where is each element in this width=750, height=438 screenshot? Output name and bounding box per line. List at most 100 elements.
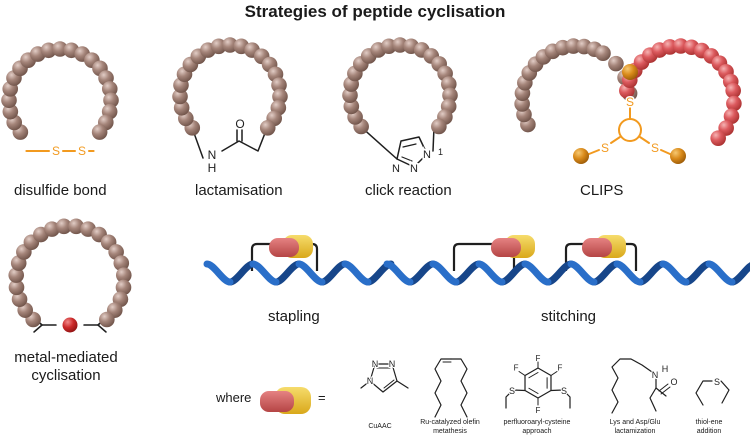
bead-metal <box>113 255 130 271</box>
legend-label-lactamization: Lys and Asp/Glu lactamization <box>609 419 661 435</box>
bead-clips-alt <box>723 108 740 125</box>
atom-nitrogen: N <box>389 359 396 369</box>
struct-perfluoroaryl <box>550 389 564 392</box>
bead-disulfide <box>2 103 19 120</box>
struct-lactamization <box>655 387 667 397</box>
bond-clips <box>610 136 621 144</box>
label-metal-mediated-line1: metal-mediated <box>14 349 118 366</box>
legend-crosslinker-icon <box>260 391 294 412</box>
bond-click <box>365 130 398 160</box>
bead-metal <box>115 267 132 283</box>
bead-click <box>431 118 447 135</box>
struct-perfluoroaryl <box>512 389 526 392</box>
stitch-crosslinker <box>491 238 521 257</box>
label-stapling: stapling <box>268 308 320 325</box>
bead-metal <box>11 291 28 308</box>
struct-perfluoroaryl <box>505 389 514 409</box>
ligand-left <box>33 324 43 333</box>
struct-perfluoroaryl <box>550 371 558 376</box>
bond-double <box>402 143 417 148</box>
bead-disulfide <box>103 92 119 109</box>
struct-perfluoroaryl <box>518 371 526 376</box>
struct-perfluoroaryl <box>528 387 539 394</box>
atom-hydrogen: H <box>662 364 669 374</box>
bead-metal <box>8 279 25 296</box>
atom-nitrogen: N <box>652 370 659 380</box>
atom-nitrogen: N <box>367 376 374 386</box>
label-click-reaction: click reaction <box>365 182 452 199</box>
atom-fluorine: F <box>536 406 541 415</box>
atom-sulfur: S <box>601 141 609 155</box>
scaffold-ring <box>618 118 642 142</box>
struct-lactamization <box>660 386 671 395</box>
atom-nitrogen: N <box>410 163 418 175</box>
helix-stitching <box>429 260 460 286</box>
metal-ion <box>62 317 78 333</box>
struct-cuaac <box>360 380 371 389</box>
bead-layer <box>1 37 742 333</box>
helix-stitching <box>682 260 713 286</box>
bead-clips <box>595 45 611 62</box>
ring-triazole <box>396 136 428 168</box>
bead-cysteine <box>622 64 638 80</box>
helix-stapling <box>272 260 303 286</box>
bead-lactam <box>210 38 227 55</box>
helix-stitching <box>383 260 414 286</box>
helix-stapling <box>249 260 280 286</box>
stitch-crosslinker <box>582 238 612 257</box>
struct-metathesis <box>450 358 468 418</box>
bead-clips-alt <box>725 82 741 99</box>
helix-stitching <box>567 260 598 286</box>
bead-disulfide <box>91 124 108 140</box>
bead-lactam <box>271 77 287 93</box>
atom-sulfur: S <box>651 141 659 155</box>
helix-stitching <box>452 260 483 286</box>
bead-disulfide <box>101 81 118 97</box>
label-clips: CLIPS <box>580 182 624 199</box>
helix-stitching <box>544 260 575 286</box>
bead-clips <box>608 55 624 72</box>
helix-stitching <box>659 260 690 286</box>
bead-lactam <box>259 120 276 136</box>
staple-crosslinker <box>269 238 299 257</box>
struct-thiol-ene <box>720 380 730 404</box>
helix-stitching <box>590 260 621 286</box>
atom-oxygen: O <box>235 117 244 131</box>
helix-stitching <box>728 262 750 286</box>
bond-clips <box>660 149 671 155</box>
helix-stapling <box>226 260 257 286</box>
label-disulfide-bond: disulfide bond <box>14 182 107 199</box>
struct-lactamization <box>649 387 657 412</box>
atom-sulfur: S <box>509 386 515 396</box>
bead-metal <box>8 267 25 283</box>
struct-cuaac <box>369 363 398 393</box>
bead-metal <box>115 279 132 296</box>
ligand-right <box>97 324 107 333</box>
struct-cuaac <box>396 380 409 389</box>
helix-stapling <box>341 260 372 286</box>
atom-sulfur: S <box>561 386 567 396</box>
atom-nitrogen: N <box>423 149 431 161</box>
figure-title: Strategies of peptide cyclisation <box>244 2 506 21</box>
bead-disulfide <box>1 92 17 109</box>
atom-hydrogen: H <box>208 161 217 175</box>
bond-lactam <box>221 133 266 152</box>
atom-nitrogen: N <box>372 359 379 369</box>
bond-clips <box>639 136 650 144</box>
helix-layer <box>203 260 750 286</box>
bead-lactam <box>222 37 238 53</box>
legend-label-metathesis: Ru-catalyzed olefin metathesis <box>420 419 480 435</box>
helix-stitching <box>521 260 552 286</box>
helix-stapling <box>318 260 349 286</box>
legend-label-thiol-ene: thiol-ene addition <box>695 419 723 435</box>
atom-sulfur: S <box>52 144 60 158</box>
atom-oxygen: O <box>670 377 677 387</box>
struct-lactamization <box>658 383 669 392</box>
label-stitching: stitching <box>541 308 597 325</box>
locant-label: 1 <box>438 147 443 157</box>
bead-metal <box>68 218 84 235</box>
atom-nitrogen: N <box>392 163 400 175</box>
